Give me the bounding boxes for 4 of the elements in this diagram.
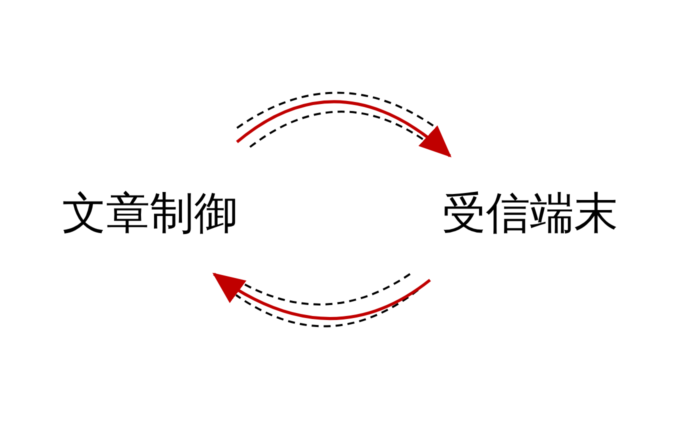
curved-arrow [212, 272, 431, 320]
node-label: 受信端末 [442, 192, 618, 236]
node-label: 文章制御 [62, 192, 238, 236]
curved-arrow [236, 100, 452, 158]
